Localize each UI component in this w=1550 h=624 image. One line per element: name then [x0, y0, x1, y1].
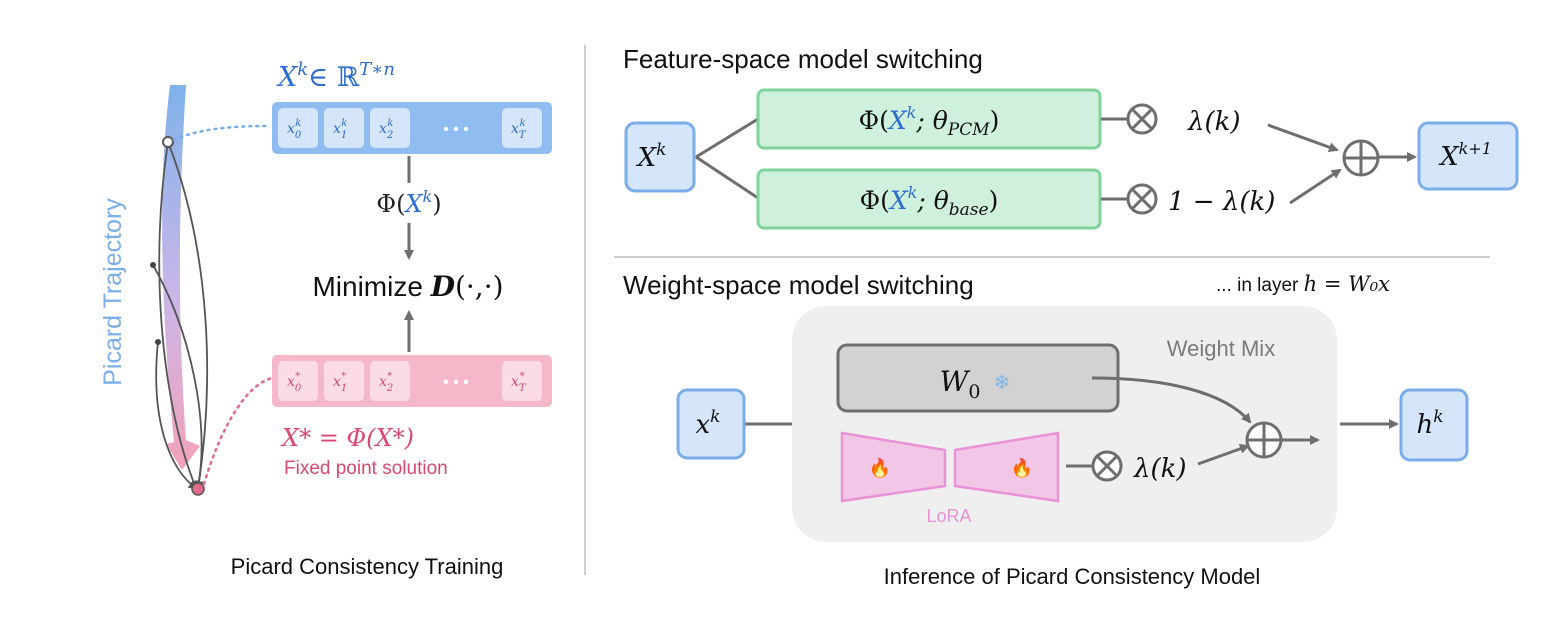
multiply-icon-top — [1126, 103, 1158, 135]
arrow-to-sum-bottom — [1289, 168, 1342, 205]
picard-trajectory-band — [162, 85, 200, 470]
trajectory-curve-4 — [155, 341, 198, 490]
layer-note: ... in layer h = W₀x — [1216, 272, 1390, 296]
snowflake-icon: ❄ — [994, 372, 1011, 394]
bottom-token-cells: x0* x1* x2* xT* • • • — [278, 361, 542, 401]
model-pcm-label: Φ(Xk; θPCM) — [859, 103, 1000, 140]
model-base-label: Φ(Xk; θbase) — [860, 183, 999, 220]
fixed-point-label: Fixed point solution — [284, 458, 448, 479]
cell-label: x1* — [333, 371, 347, 394]
feature-output-label: Xk+1 — [1438, 139, 1492, 172]
trajectory-point-2 — [150, 262, 156, 268]
trajectory-start-point — [162, 136, 174, 148]
trajectory-curve-3 — [152, 264, 204, 490]
arrow-to-sum-top — [1267, 123, 1339, 152]
top-token-cells: x0k x1k x2k xTk • • • — [278, 108, 542, 148]
branch-line-top — [695, 117, 759, 159]
token-cell-x1s — [324, 361, 364, 401]
bottom-row-ellipsis: • • • — [443, 374, 469, 391]
sum-icon-feature — [1342, 139, 1380, 177]
weight-lambda-bottom: 1 − λ(k) — [1168, 187, 1275, 217]
multiply-icon-lora — [1091, 450, 1123, 482]
lora-label: LoRA — [926, 506, 971, 526]
feature-title: Feature-space model switching — [623, 44, 983, 74]
multiply-icon-bottom — [1126, 183, 1158, 215]
cell-label: x1k — [333, 118, 347, 141]
fire-icon-right: 🔥 — [1011, 457, 1033, 478]
cell-label: xT* — [511, 371, 527, 394]
weight-output-box — [1399, 388, 1469, 462]
fixed-point-marker — [191, 482, 205, 496]
trajectory-curve-1 — [167, 141, 208, 490]
xk-set-label: Xk∈ ℝT∗n — [276, 59, 395, 93]
minimize-label: Minimize D(·,·) — [312, 270, 503, 303]
token-cell-x2s — [370, 361, 410, 401]
phi-label: Φ(Xk) — [376, 187, 441, 218]
weight-input-box — [676, 388, 746, 460]
left-caption: Picard Consistency Training — [231, 554, 504, 579]
token-cell-x0k — [278, 108, 318, 148]
fire-icon-left: 🔥 — [869, 457, 891, 478]
cell-label: x0k — [287, 118, 302, 141]
weight-caption: Inference of Picard Consistency Model — [884, 564, 1261, 589]
weight-output-label: hk — [1416, 407, 1443, 440]
weight-lambda-lora: λ(k) — [1133, 454, 1187, 484]
weight-mix-label: Weight Mix — [1167, 336, 1275, 361]
feature-input-label: Xk — [636, 140, 667, 173]
phi-label-bg — [365, 183, 455, 223]
token-cell-x0s — [278, 361, 318, 401]
cell-label: x2* — [379, 371, 393, 394]
fixed-point-equation: X* = Φ(X*) — [280, 424, 414, 452]
token-cell-x1k — [324, 108, 364, 148]
lambda-to-sum-arrow — [1197, 444, 1250, 466]
cell-label: x2k — [379, 118, 393, 141]
trajectory-point-3 — [155, 339, 161, 345]
token-cell-x2k — [370, 108, 410, 148]
token-cell-xTk — [502, 108, 542, 148]
model-base-box — [756, 168, 1102, 230]
model-pcm-box — [756, 88, 1102, 150]
branch-line-bottom — [695, 155, 759, 200]
weight-input-label: xk — [696, 407, 721, 440]
lora-down-projection — [840, 431, 947, 503]
cell-label: xTk — [511, 118, 527, 141]
lora-up-projection — [953, 431, 1060, 503]
weight-title: Weight-space model switching — [623, 270, 974, 300]
cell-label: x0* — [287, 371, 302, 394]
w0-label: W0 — [940, 365, 981, 403]
feature-input-box — [624, 121, 696, 193]
top-row-ellipsis: • • • — [443, 121, 469, 138]
dotted-link-top — [172, 124, 272, 142]
feature-output-box — [1417, 121, 1519, 191]
trajectory-label: Picard Trajectory — [99, 198, 127, 386]
dotted-link-bottom — [202, 376, 274, 486]
weight-lambda-top: λ(k) — [1187, 107, 1241, 137]
token-cell-xTs — [502, 361, 542, 401]
trajectory-curve-2 — [158, 141, 198, 490]
w0-to-sum-curve — [1091, 376, 1252, 424]
sum-icon-weight — [1245, 421, 1283, 459]
